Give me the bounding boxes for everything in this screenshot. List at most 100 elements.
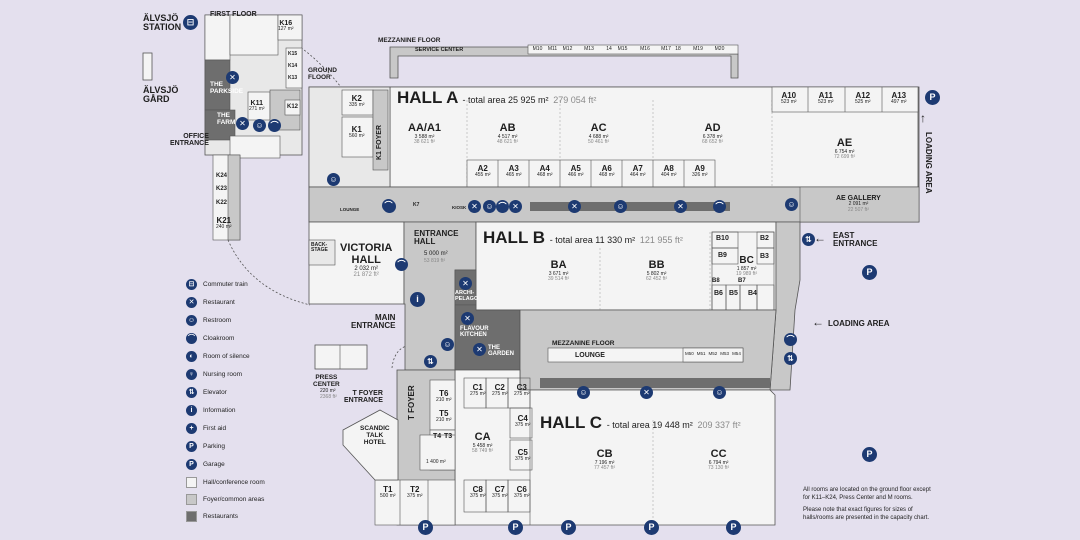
garage-icon[interactable]: P <box>561 520 576 535</box>
room-t3[interactable]: T3 <box>444 433 453 440</box>
room-b2[interactable]: B2 <box>760 235 769 242</box>
room-b3[interactable]: B3 <box>760 253 769 260</box>
room-b8[interactable]: B8 <box>712 278 720 284</box>
flavour-kitchen-label: FLAVOUR KITCHEN <box>460 326 489 339</box>
room-b4[interactable]: B4 <box>748 290 757 297</box>
the-farm-label: THE FARM <box>217 112 236 126</box>
garage-icon[interactable]: P <box>508 520 523 535</box>
room-k14[interactable]: K14 <box>288 63 298 69</box>
cloakroom-icon: ⌒ <box>784 333 797 346</box>
mezz-room: M54 <box>732 351 741 356</box>
garage-icon[interactable]: P <box>862 447 877 462</box>
mezz-room: M52 <box>708 351 718 356</box>
legend-item: ⌒Cloakroom <box>186 332 235 344</box>
restaurant-icon: ✕ <box>568 200 581 213</box>
note-ground-floor: All rooms are located on the ground floo… <box>803 487 931 501</box>
restroom-icon: ☺ <box>441 338 454 351</box>
restroom-icon: ☺ <box>327 173 340 186</box>
nursing-room-icon: ♀ <box>186 368 197 380</box>
hall-swatch <box>186 476 197 488</box>
room-b7[interactable]: B7 <box>738 278 746 284</box>
room-k13[interactable]: K13 <box>288 75 298 81</box>
k7-label: K7 <box>413 202 420 208</box>
loading-area-right-label: LOADING AREA <box>828 319 890 328</box>
cloakroom-icon: ⌒ <box>496 200 509 213</box>
mezz-room: M12 <box>562 46 573 52</box>
the-parkside-label: THE PARKSIDE <box>210 81 244 95</box>
main-entrance-label: MAIN ENTRANCE <box>351 313 396 331</box>
room-k12[interactable]: K12 <box>287 104 299 110</box>
t-foyer-label: T FOYER <box>407 385 416 420</box>
room-b9[interactable]: B9 <box>718 252 727 259</box>
arrow-left-icon: ← <box>812 315 824 329</box>
legend-item: ☺Restroom <box>186 314 232 326</box>
alvsjo-station-label: ÄLVSJÖ STATION <box>143 13 182 33</box>
parking-icon[interactable]: P <box>925 90 940 105</box>
restroom-icon: ☺ <box>186 314 197 326</box>
information-icon[interactable]: i <box>410 292 425 307</box>
room-b6[interactable]: B6 <box>714 290 723 297</box>
room-k23[interactable]: K23 <box>216 186 228 192</box>
garage-icon[interactable]: P <box>418 520 433 535</box>
hotel-area: 1 400 m² <box>426 459 446 465</box>
garage-icon[interactable]: P <box>644 520 659 535</box>
mezz-room: M17 <box>661 46 671 52</box>
room-t4[interactable]: T4 <box>433 433 442 440</box>
ground-floor-label: GROUND FLOOR <box>308 67 337 81</box>
room-b5[interactable]: B5 <box>729 290 738 297</box>
kiosk-label: KIOSK <box>452 205 467 210</box>
mezz-room: M19 <box>693 46 703 52</box>
lounge-label: LOUNGE <box>575 352 605 359</box>
room-k15[interactable]: K15 <box>288 51 298 57</box>
room-k24[interactable]: K24 <box>216 173 228 179</box>
garage-icon[interactable]: P <box>726 520 741 535</box>
room-k22[interactable]: K22 <box>216 200 228 206</box>
parking-icon[interactable]: P <box>862 265 877 280</box>
elevator-icon: ⇅ <box>802 233 815 246</box>
mezzanine-rooms-top: M10 M11 M12 M13 14 M15 M16 M17 18 M19 M2… <box>530 46 727 52</box>
room-b10[interactable]: B10 <box>716 235 729 242</box>
